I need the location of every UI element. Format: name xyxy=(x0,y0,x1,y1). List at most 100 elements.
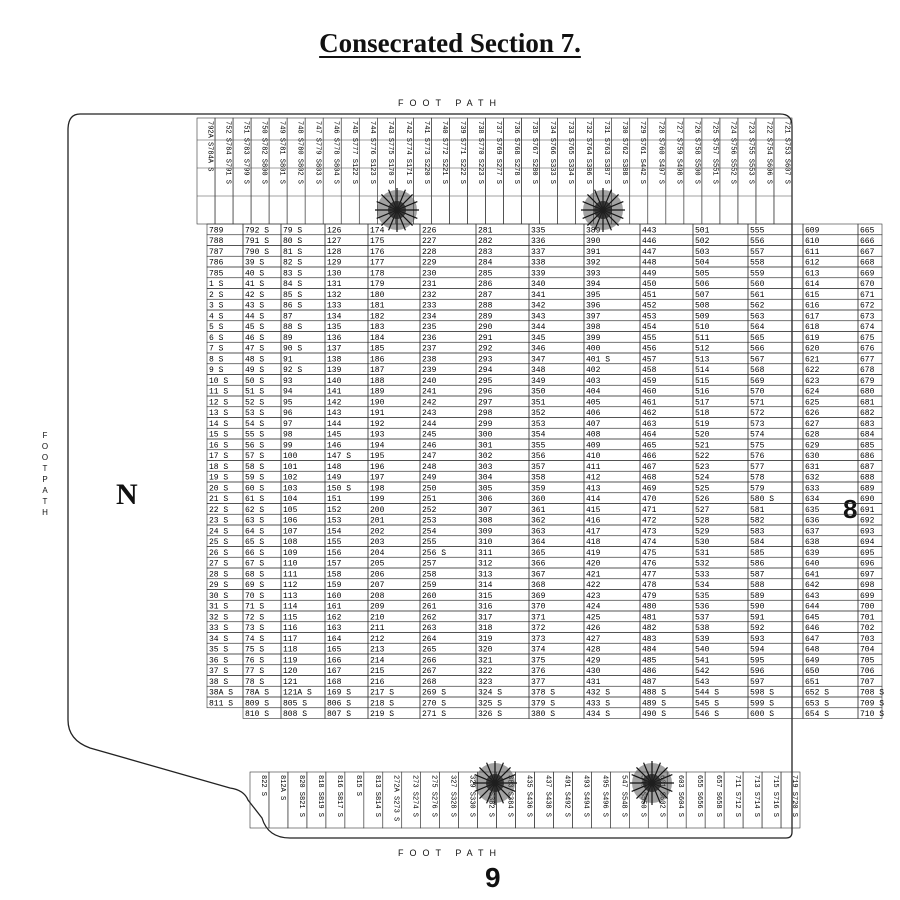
plot-number: 291 xyxy=(478,334,493,343)
plot-number: 239 xyxy=(422,366,437,375)
plot-number: 70 S xyxy=(245,592,264,601)
plot-number: 681 xyxy=(860,398,875,407)
plot-number: 158 xyxy=(327,570,342,579)
plot-number: 118 xyxy=(283,646,298,655)
plot-number: 600 S xyxy=(750,710,774,719)
plot-number: 249 xyxy=(422,474,437,483)
plot-number: 696 xyxy=(860,560,875,569)
plot-number: 342 xyxy=(531,302,546,311)
plot-number: 412 xyxy=(586,474,601,483)
plot-number: 529 xyxy=(695,527,710,536)
plot-number: 467 xyxy=(642,463,657,472)
top-strip-plot-number: 752 S784 S791 S xyxy=(224,121,232,184)
plot-number: 75 S xyxy=(245,646,264,655)
plot-number: 541 xyxy=(695,656,710,665)
plot-number: 425 xyxy=(586,613,601,622)
bottom-strip-plot-number: 711 S712 S xyxy=(733,775,741,817)
plot-number: 188 xyxy=(370,377,385,386)
plot-number: 665 xyxy=(860,226,875,235)
plot-number: 166 xyxy=(327,656,342,665)
plot-number: 790 S xyxy=(245,248,269,257)
plot-number: 1 S xyxy=(209,280,224,289)
plot-number: 686 xyxy=(860,452,875,461)
plot-number: 530 xyxy=(695,538,710,547)
plot-number: 453 xyxy=(642,312,657,321)
top-strip-plot-number: 728 S760 S497 S xyxy=(656,121,664,184)
plot-number: 230 xyxy=(422,269,437,278)
bottom-strip-plot-number: 547 S548 S xyxy=(619,775,627,817)
plot-number: 107 xyxy=(283,527,298,536)
plot-number: 475 xyxy=(642,549,657,558)
plot-number: 307 xyxy=(478,506,493,515)
plot-number: 567 xyxy=(750,355,765,364)
plot-number: 286 xyxy=(478,280,493,289)
plot-number: 131 xyxy=(327,280,342,289)
plot-number: 642 xyxy=(805,581,820,590)
plot-number: 183 xyxy=(370,323,385,332)
plot-number: 285 xyxy=(478,269,493,278)
plot-number: 283 xyxy=(478,248,493,257)
plot-number: 409 xyxy=(586,441,601,450)
plot-number: 413 xyxy=(586,484,601,493)
plot-number: 472 xyxy=(642,517,657,526)
plot-number: 18 S xyxy=(209,463,228,472)
plot-number: 294 xyxy=(478,366,493,375)
plot-number: 89 xyxy=(283,334,293,343)
plot-number: 414 xyxy=(586,495,601,504)
plot-number: 244 xyxy=(422,420,437,429)
plot-number: 454 xyxy=(642,323,657,332)
plot-number: 380 S xyxy=(531,710,555,719)
top-strip-plot-number: 721 S753 S607 S xyxy=(782,121,790,184)
plot-number: 126 xyxy=(327,226,342,235)
plot-number: 677 xyxy=(860,355,875,364)
plot-number: 282 xyxy=(478,237,493,246)
plot-number: 423 xyxy=(586,592,601,601)
plot-number: 674 xyxy=(860,323,875,332)
plot-number: 372 xyxy=(531,624,546,633)
plot-number: 262 xyxy=(422,613,437,622)
plot-number: 405 xyxy=(586,398,601,407)
plot-number: 687 xyxy=(860,463,875,472)
plot-number: 695 xyxy=(860,549,875,558)
top-strip-plot-number: 731 S763 S387 S xyxy=(602,121,610,184)
plot-number: 261 xyxy=(422,603,437,612)
plot-number: 390 xyxy=(586,237,601,246)
plot-number: 518 xyxy=(695,409,710,418)
plot-number: 459 xyxy=(642,377,657,386)
plot-number: 399 xyxy=(586,334,601,343)
plot-number: 473 xyxy=(642,527,657,536)
plot-number: 348 xyxy=(531,366,546,375)
plot-number: 304 xyxy=(478,474,493,483)
plot-number: 26 S xyxy=(209,549,228,558)
plot-number: 28 S xyxy=(209,570,228,579)
plot-number: 595 xyxy=(750,656,765,665)
plot-number: 371 xyxy=(531,613,546,622)
plot-number: 619 xyxy=(805,334,820,343)
plot-number: 150 S xyxy=(327,484,351,493)
plot-number: 105 xyxy=(283,506,298,515)
plot-number: 209 xyxy=(370,603,385,612)
plot-number: 35 S xyxy=(209,646,228,655)
plot-number: 375 xyxy=(531,656,546,665)
plot-number: 311 xyxy=(478,549,493,558)
plot-number: 628 xyxy=(805,431,820,440)
plot-number: 265 xyxy=(422,646,437,655)
plot-number: 146 xyxy=(327,441,342,450)
plot-number: 684 xyxy=(860,431,875,440)
plot-number: 525 xyxy=(695,484,710,493)
plot-number: 476 xyxy=(642,560,657,569)
plot-number: 335 xyxy=(531,226,546,235)
plot-number: 268 xyxy=(422,678,437,687)
plot-number: 403 xyxy=(586,377,601,386)
plot-number: 458 xyxy=(642,366,657,375)
plot-number: 254 xyxy=(422,527,437,536)
plot-number: 30 S xyxy=(209,592,228,601)
plot-number: 362 xyxy=(531,517,546,526)
plot-number: 574 xyxy=(750,431,765,440)
plot-number: 113 xyxy=(283,592,298,601)
plot-number: 46 S xyxy=(245,334,264,343)
plot-number: 673 xyxy=(860,312,875,321)
plot-number: 320 xyxy=(478,646,493,655)
plot-number: 338 xyxy=(531,259,546,268)
plot-number: 613 xyxy=(805,269,820,278)
